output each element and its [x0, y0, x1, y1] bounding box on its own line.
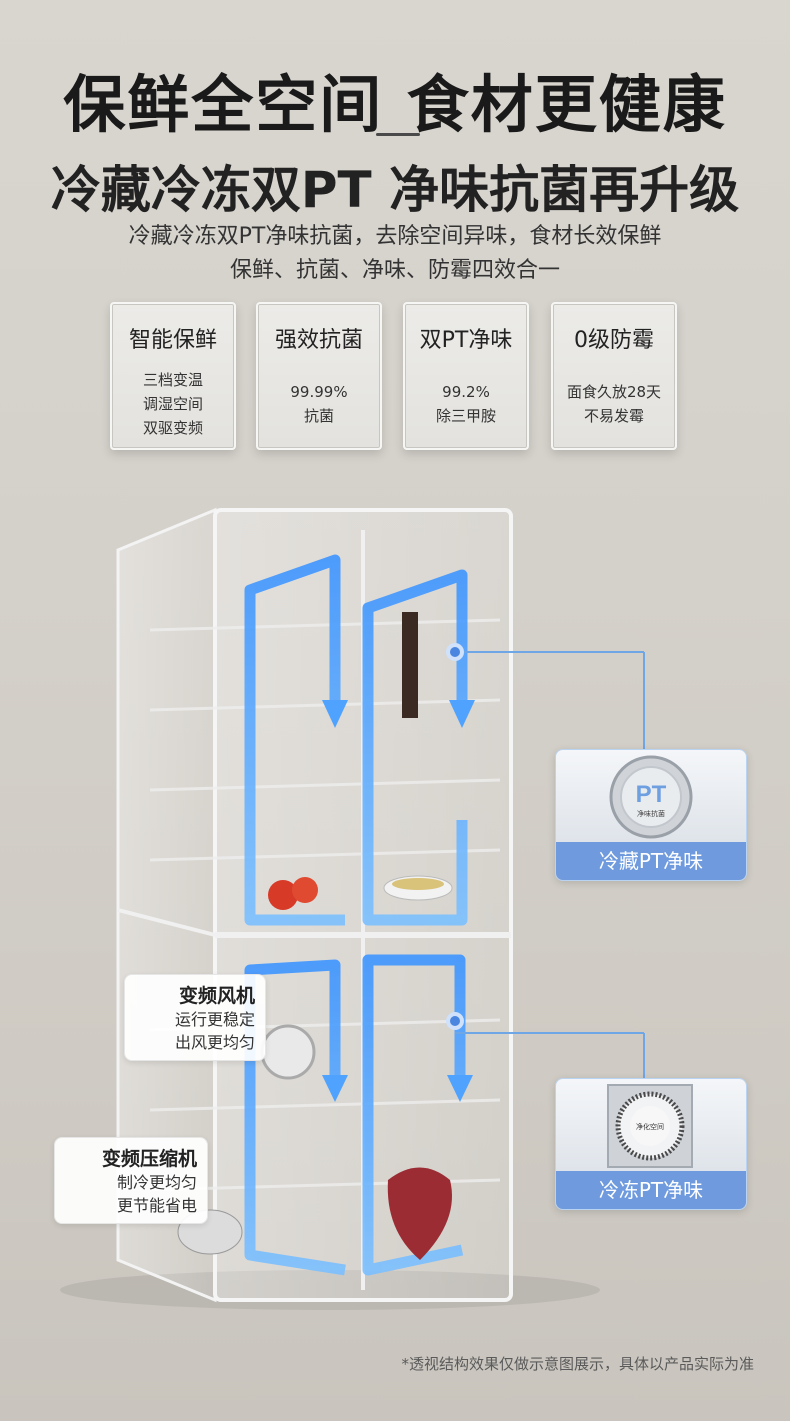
feature-title: 0级防霉	[574, 328, 654, 353]
control-display-panel	[402, 612, 418, 718]
feature-line: 除三甲胺	[435, 407, 496, 425]
shelves	[149, 618, 501, 1192]
feature-line: 双驱变频	[142, 419, 203, 437]
soup-icon	[392, 878, 444, 890]
feature-title: 强效抗菌	[274, 328, 363, 353]
feature-line: 抗菌	[303, 407, 334, 425]
pt-badge-icon: PT 净味抗菌	[609, 755, 693, 839]
pt-dot	[446, 1012, 464, 1030]
compressor-callout: 变频压缩机 制冷更均匀 更节能省电	[54, 1137, 208, 1224]
compressor-callout-title: 变频压缩机	[101, 1148, 197, 1170]
arrow-heads	[322, 700, 475, 1102]
feature-line: 面食久放28天	[566, 383, 662, 401]
feature-card-anti-mold: 0级防霉 面食久放28天 不易发霉	[551, 302, 677, 450]
title-divider	[376, 133, 420, 136]
tomato-icon	[292, 877, 318, 903]
feature-card-pt-deodorize: 双PT净味 99.2% 除三甲胺	[403, 302, 529, 450]
compressor-callout-line: 制冷更均匀	[116, 1173, 197, 1192]
fridge-pt-label: 冷藏PT净味	[556, 842, 746, 880]
pt-module-image: 净化空间	[556, 1079, 746, 1171]
fan-callout-line: 出风更均匀	[174, 1033, 255, 1052]
feature-title: 双PT净味	[419, 328, 513, 353]
feature-line: 99.2%	[442, 383, 490, 401]
pt-badge-text: PT	[636, 781, 667, 808]
fan-callout-title: 变频风机	[178, 985, 255, 1007]
freezer-pt-label: 冷冻PT净味	[556, 1171, 746, 1209]
main-title: 保鲜全空间 食材更健康	[63, 68, 727, 141]
airflow-arrows	[244, 554, 468, 1276]
side-divider	[117, 908, 216, 937]
freezer-pt-icon: 净化空间	[607, 1084, 693, 1168]
pt-badge-subtext: 净味抗菌	[637, 809, 665, 818]
feature-line: 三档变温	[142, 371, 203, 389]
freezer-pt-icon-text: 净化空间	[636, 1122, 664, 1131]
meat-icon	[387, 1167, 452, 1260]
feature-card-antibacterial: 强效抗菌 99.99% 抗菌	[256, 302, 382, 450]
feature-line: 不易发霉	[583, 407, 644, 425]
fan-callout-line: 运行更稳定	[174, 1010, 255, 1029]
pt-dot	[446, 643, 464, 661]
feature-line: 调湿空间	[142, 395, 203, 413]
description-line-2: 保鲜、抗菌、净味、防霉四效合一	[229, 258, 560, 283]
footnote: *透视结构效果仅做示意图展示，具体以产品实际为准	[401, 1355, 754, 1373]
feature-line: 99.99%	[290, 383, 348, 401]
feature-card-smart-fresh: 智能保鲜 三档变温 调湿空间 双驱变频	[110, 302, 236, 450]
pt-badge-image: PT 净味抗菌	[556, 750, 746, 842]
fridge-illustration	[60, 507, 645, 1310]
fan-callout: 变频风机 运行更稳定 出风更均匀	[124, 974, 266, 1061]
sub-title: 冷藏冷冻双PT 净味抗菌再升级	[50, 161, 740, 219]
fridge-pt-callout: PT 净味抗菌 冷藏PT净味	[555, 749, 747, 881]
tomato-icon	[268, 880, 298, 910]
freezer-pt-callout: 净化空间 冷冻PT净味	[555, 1078, 747, 1210]
fan-icon	[260, 1024, 316, 1080]
description-line-1: 冷藏冷冻双PT净味抗菌，去除空间异味，食材长效保鲜	[128, 224, 662, 249]
compressor-callout-line: 更节能省电	[116, 1196, 197, 1215]
feature-title: 智能保鲜	[128, 328, 217, 353]
